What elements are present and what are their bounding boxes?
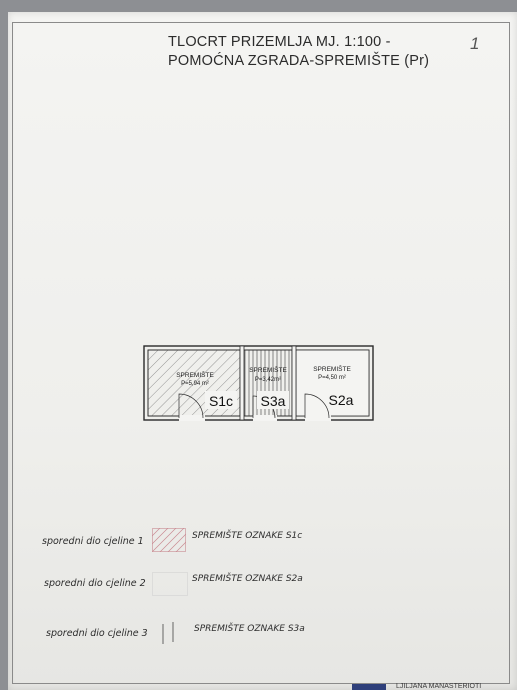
partition-wall-2 xyxy=(291,345,297,421)
room-s1c-code-box xyxy=(205,391,237,409)
legend-label-1: sporedni dio cjeline 1 xyxy=(42,536,144,547)
legend-swatch-empty xyxy=(152,572,188,596)
door-swing-1 xyxy=(178,393,204,419)
legend-name-2: SPREMIŠTE OZNAKE S2a xyxy=(192,574,303,584)
room-s1c-area: P=5,94 m² xyxy=(181,381,209,387)
legend-swatch-vertical xyxy=(162,622,174,644)
room-s1c-code: S1c xyxy=(209,393,233,409)
room-s3a-name: SPREMIŠTE xyxy=(249,365,287,374)
room-s2a-area: P=4,50 m² xyxy=(318,375,346,381)
partition-wall-1 xyxy=(239,345,245,421)
title-line-2: POMOĆNA ZGRADA-SPREMIŠTE (Pr) xyxy=(168,53,430,69)
legend-name-3: SPREMIŠTE OZNAKE S3a xyxy=(194,624,305,634)
floor-plan: SPREMIŠTE P=5,94 m² S1c SPREMIŠTE P=3,42… xyxy=(143,345,374,421)
door-swing-3 xyxy=(304,393,330,419)
door-opening-1 xyxy=(179,415,205,421)
footer-author: LJILJANA MANASTERIOTI xyxy=(396,683,482,690)
room-s3a-code-box xyxy=(257,391,289,409)
room-s2a-code: S2a xyxy=(329,392,354,408)
title-line-1: TLOCRT PRIZEMLJA MJ. 1:100 - xyxy=(168,34,391,50)
room-s2a-name: SPREMIŠTE xyxy=(313,364,351,373)
sheet-number-mark: 1 xyxy=(470,34,480,53)
legend-swatch-diagonal xyxy=(152,528,186,552)
room-s2a xyxy=(295,349,370,417)
legend-label-3: sporedni dio cjeline 3 xyxy=(46,628,148,639)
door-opening-3 xyxy=(305,415,331,421)
drawing-title: TLOCRT PRIZEMLJA MJ. 1:100 - POMOĆNA ZGR… xyxy=(168,33,468,71)
room-s3a-area: P=3,42m² xyxy=(255,377,281,383)
drawing-frame xyxy=(12,22,510,684)
room-s1c-name: SPREMIŠTE xyxy=(176,370,214,379)
door-opening-2 xyxy=(253,415,277,421)
legend-label-2: sporedni dio cjeline 2 xyxy=(44,578,146,589)
room-s3a-code: S3a xyxy=(261,393,286,409)
legend-name-1: SPREMIŠTE OZNAKE S1c xyxy=(192,531,303,541)
footer-logo-bar xyxy=(352,684,386,690)
